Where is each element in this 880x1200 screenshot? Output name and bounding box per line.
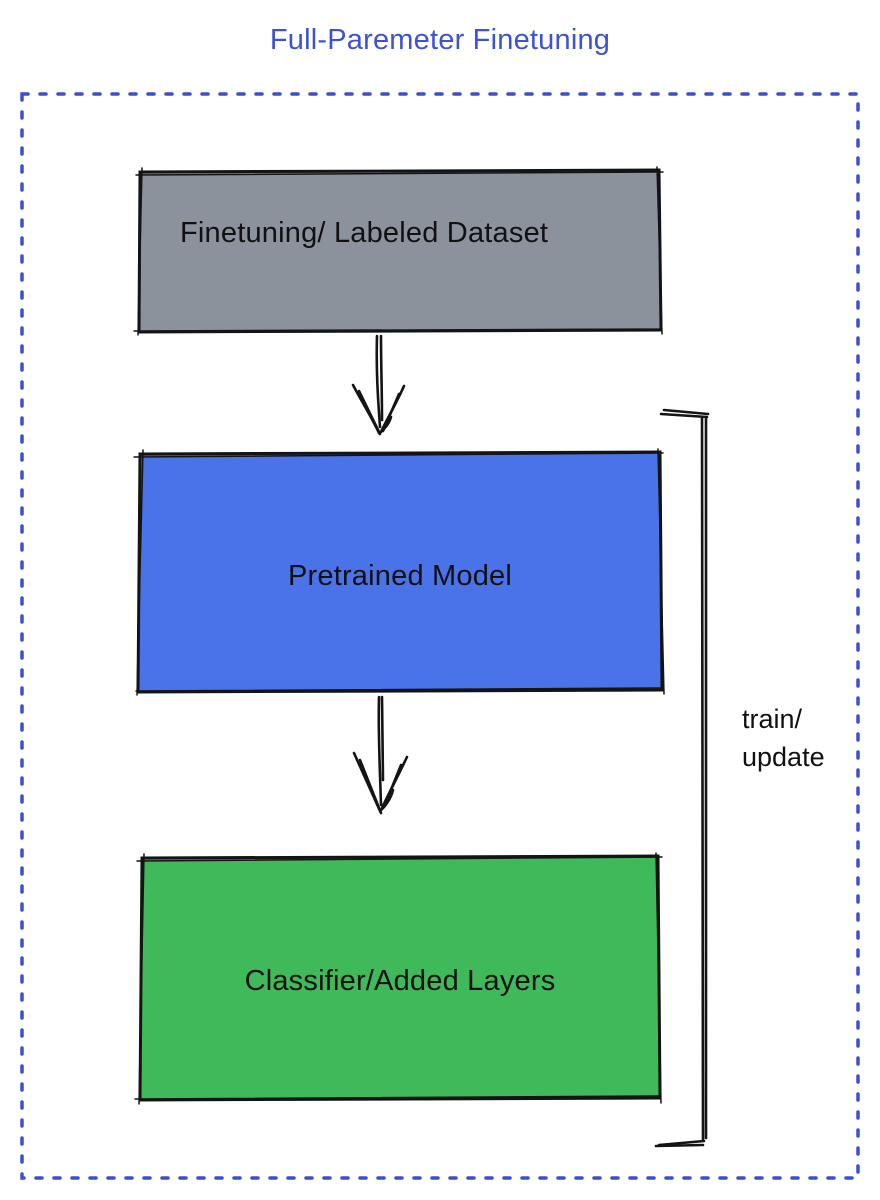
diagram-title: Full-Paremeter Finetuning <box>269 24 611 56</box>
dataset-box-label: Finetuning/ Labeled Dataset <box>180 216 549 249</box>
arrow-down-icon-pretrained-to-classifier <box>352 695 409 815</box>
pretrained-model-box-label: Pretrained Model <box>287 559 513 592</box>
train-update-label-line2: update <box>742 742 825 772</box>
train-update-bracket <box>654 408 710 1148</box>
arrow-down-icon-dataset-to-pretrained <box>351 334 406 436</box>
train-update-label: train/ update <box>742 700 825 776</box>
train-update-label-line1: train/ <box>742 704 803 734</box>
classifier-box-label: Classifier/Added Layers <box>244 964 556 997</box>
